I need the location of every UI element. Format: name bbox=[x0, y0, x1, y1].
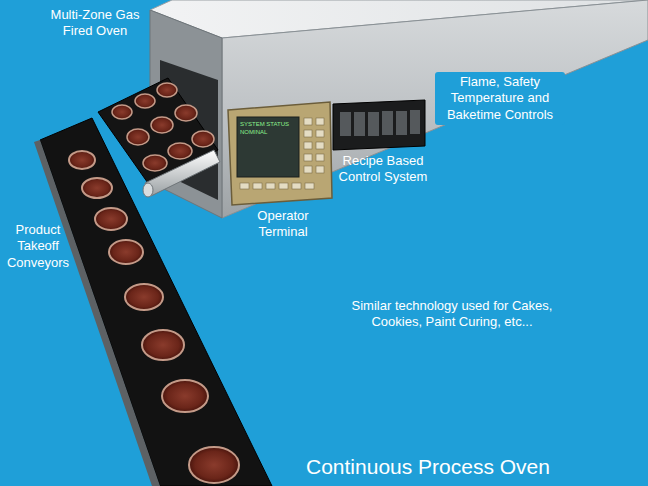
operator-terminal bbox=[228, 102, 332, 205]
oven-body bbox=[150, 0, 648, 218]
controls-label: Flame, Safety Temperature and Baketime C… bbox=[435, 72, 565, 125]
screen-text: SYSTEM STATUS NOMINAL bbox=[240, 121, 296, 137]
conveyor-label: Product Takeoff Conveyors bbox=[4, 222, 72, 271]
control-system-label: Recipe Based Control System bbox=[333, 153, 433, 186]
control-box bbox=[333, 100, 425, 150]
note-text: Similar technology used for Cakes, Cooki… bbox=[346, 298, 558, 331]
terminal-label: Operator Terminal bbox=[251, 208, 315, 241]
diagram-title: Continuous Process Oven bbox=[306, 454, 596, 480]
oven-label: Multi-Zone Gas Fired Oven bbox=[45, 7, 145, 40]
takeoff-conveyor bbox=[34, 118, 272, 486]
